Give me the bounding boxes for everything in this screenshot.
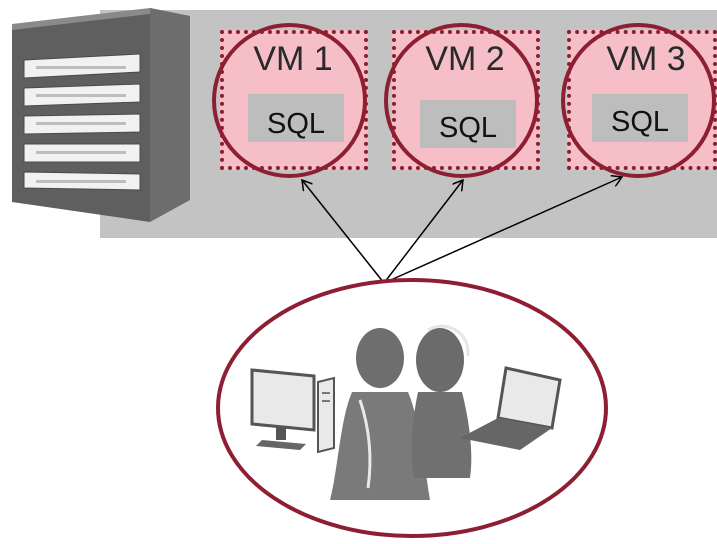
person-1-icon xyxy=(330,328,430,500)
vm-1-title: VM 1 xyxy=(253,40,333,78)
laptop-icon xyxy=(460,366,562,450)
vm-1-sql-label: SQL xyxy=(266,108,326,140)
vm-2-circle xyxy=(384,23,539,178)
vm-3-title: VM 3 xyxy=(606,40,686,78)
vm-2-sql-box xyxy=(420,100,516,148)
vm-2-title: VM 2 xyxy=(425,40,505,78)
vm-1-sql-box xyxy=(248,94,344,142)
vm-2-sql-label: SQL xyxy=(438,112,498,144)
desktop-computer-icon xyxy=(250,368,335,454)
vm-3-sql-box xyxy=(592,94,688,142)
vm-1-circle xyxy=(212,23,367,178)
person-2-icon xyxy=(411,324,472,478)
vm-3-circle xyxy=(561,23,716,178)
vm-3-sql-label: SQL xyxy=(610,106,670,138)
server-tower-icon xyxy=(12,8,190,222)
